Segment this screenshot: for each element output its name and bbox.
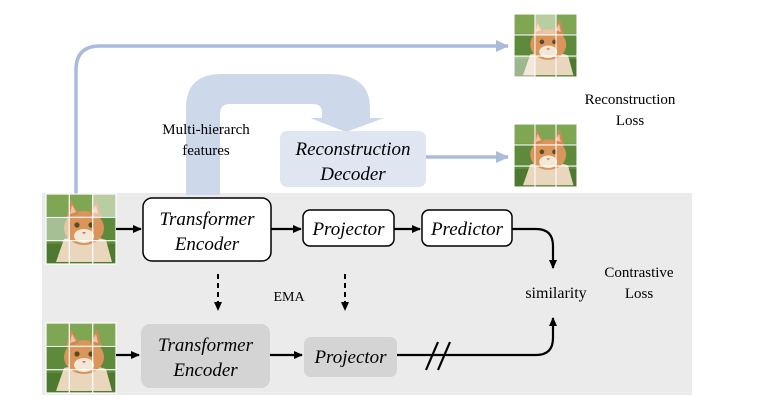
stop-gradient-arrow <box>397 317 557 357</box>
transformer-encoder-target-label-line1: Transformer <box>158 335 254 356</box>
transformer-encoder-online-label-line2: Encoder <box>174 234 240 255</box>
transformer-encoder-target-box <box>141 324 270 388</box>
predictor-to-similarity-arrow <box>512 227 557 269</box>
input-online-image <box>45 193 117 265</box>
reconstruction-target-image <box>513 13 578 78</box>
predictor-label: Predictor <box>430 219 504 240</box>
projector-online-label: Projector <box>311 219 385 240</box>
transformer-encoder-online-label-line1: Transformer <box>159 209 255 230</box>
reconstruction-decoder-label-line2: Decoder <box>319 164 386 185</box>
stop-gradient-slash-2 <box>436 341 452 371</box>
ema-label: EMA <box>273 290 305 305</box>
stop-gradient-slash-1 <box>424 341 440 371</box>
contrastive-loss-label-line2: Loss <box>625 286 654 302</box>
skip-to-target-arrow <box>74 40 509 196</box>
multi-hierarch-label-line2: features <box>182 143 230 159</box>
multi-hierarch-label-line1: Multi-hierarch <box>162 122 250 138</box>
similarity-label: similarity <box>525 285 586 302</box>
projector-target-box <box>304 337 397 377</box>
projector-target-label: Projector <box>313 347 387 368</box>
reconstruction-loss-label-line2: Loss <box>616 113 645 129</box>
contrastive-loss-label-line1: Contrastive <box>604 265 673 281</box>
input-target-image <box>45 322 117 394</box>
multi-hierarch-feature-arrow <box>186 74 384 195</box>
transformer-encoder-target-label-line2: Encoder <box>172 360 238 381</box>
reconstruction-decoder-box <box>280 131 426 187</box>
reconstruction-loss-label-line1: Reconstruction <box>585 92 676 108</box>
reconstruction-output-image <box>513 123 578 188</box>
reconstruction-decoder-label-line1: Reconstruction <box>294 139 410 160</box>
